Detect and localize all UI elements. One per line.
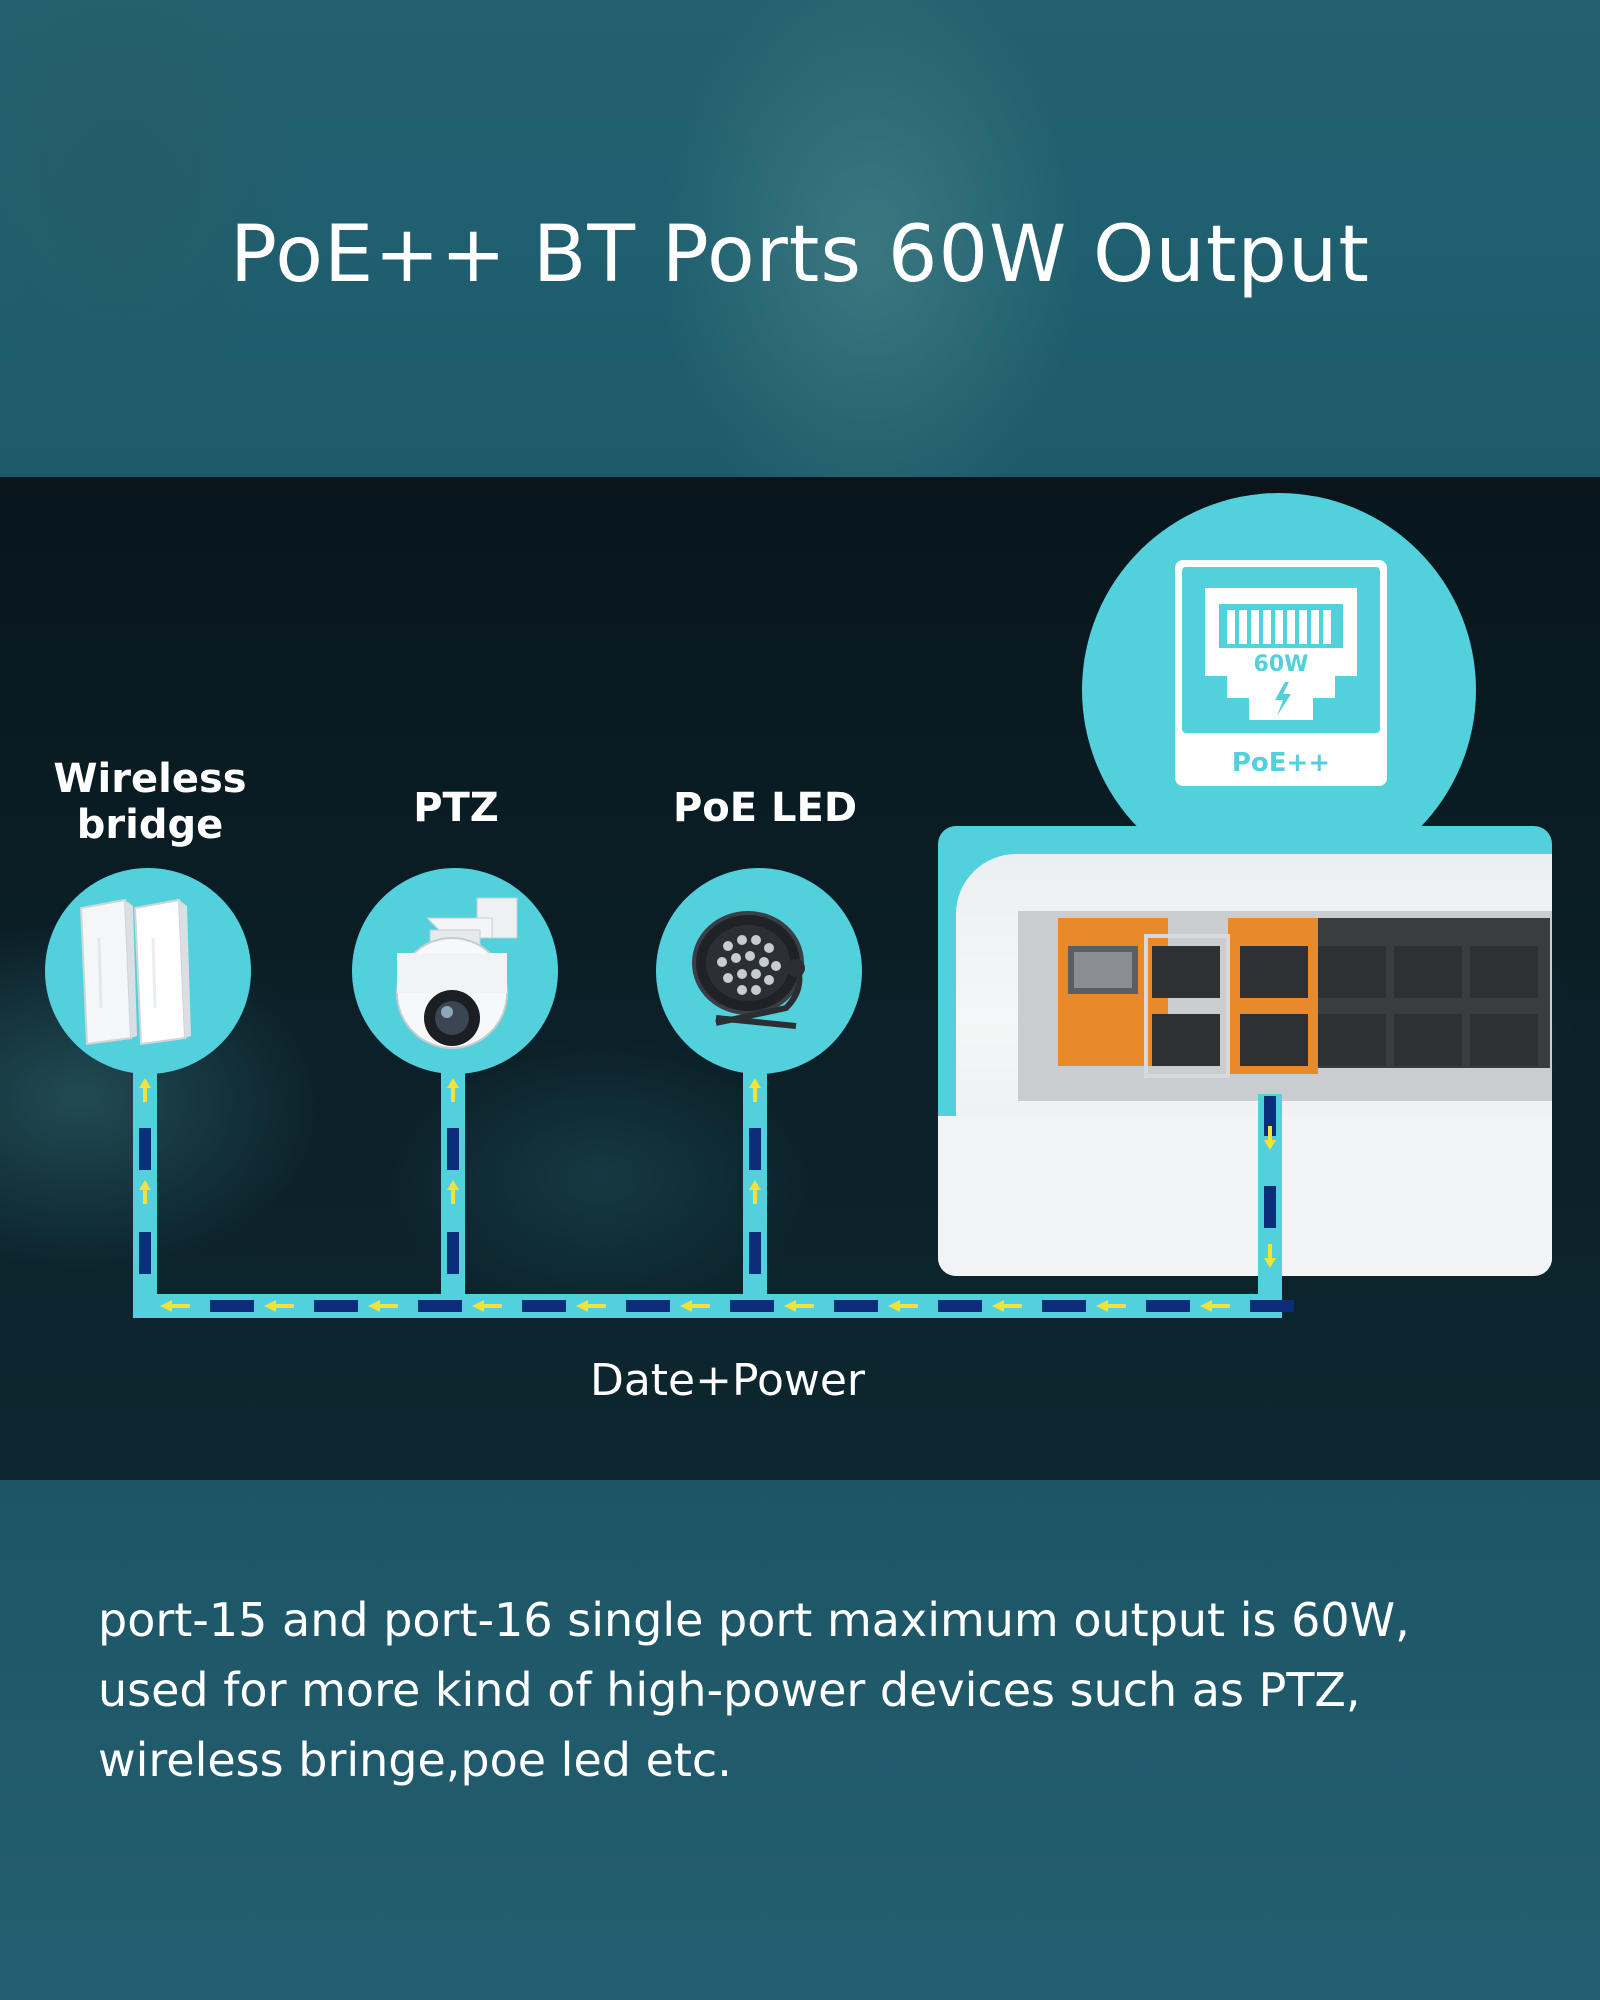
cable-dash	[626, 1300, 670, 1312]
cable-dash	[314, 1300, 358, 1312]
ptz-circle	[352, 868, 558, 1074]
arrow-up-icon	[447, 1180, 459, 1204]
arrow-left-icon	[888, 1300, 918, 1312]
ptz-camera-icon	[396, 897, 518, 1049]
arrow-left-icon	[1200, 1300, 1230, 1312]
description-line-2: used for more kind of high-power devices…	[98, 1663, 1361, 1717]
arrow-left-icon	[784, 1300, 814, 1312]
description-line-1: port-15 and port-16 single port maximum …	[98, 1593, 1410, 1647]
cable-dash	[1250, 1300, 1294, 1312]
wireless-bridge-label-line2: bridge	[76, 802, 224, 848]
arrow-left-icon	[680, 1300, 710, 1312]
badge-label: PoE++	[1231, 748, 1331, 778]
cable-dash	[749, 1128, 761, 1170]
cable-dash	[938, 1300, 982, 1312]
wireless-bridge-icon	[79, 898, 191, 1046]
cable-dash	[139, 1128, 151, 1170]
arrow-left-icon	[992, 1300, 1022, 1312]
stage-light-icon	[692, 911, 805, 1029]
arrow-up-icon	[447, 1078, 459, 1102]
lightning-icon	[1275, 682, 1291, 716]
page-title: PoE++ BT Ports 60W Output	[230, 210, 1370, 300]
arrow-left-icon	[264, 1300, 294, 1312]
cable-dash	[522, 1300, 566, 1312]
switch-panel	[938, 826, 1552, 1276]
arrow-up-icon	[749, 1078, 761, 1102]
header-band	[0, 0, 1600, 477]
arrow-down-icon	[1264, 1244, 1276, 1268]
cable-flow-diagram	[133, 1072, 1294, 1318]
cable-dash	[418, 1300, 462, 1312]
cable-dash	[730, 1300, 774, 1312]
cable-dash	[1042, 1300, 1086, 1312]
arrow-left-icon	[576, 1300, 606, 1312]
wireless-bridge-circle	[45, 868, 251, 1074]
switch-ports-icon	[938, 934, 1552, 1276]
arrow-down-icon	[1264, 1126, 1276, 1150]
ethernet-port-icon	[1205, 588, 1357, 720]
arrow-up-icon	[139, 1180, 151, 1204]
cable-dash	[139, 1232, 151, 1274]
cable-dash	[447, 1128, 459, 1170]
flow-label: Date+Power	[589, 1355, 866, 1406]
description-band	[0, 1480, 1600, 2000]
arrow-up-icon	[139, 1078, 151, 1102]
arrow-left-icon	[160, 1300, 190, 1312]
cable-dash	[1264, 1186, 1276, 1228]
arrow-left-icon	[1096, 1300, 1126, 1312]
wireless-bridge-label-line1: Wireless	[53, 756, 247, 802]
arrow-left-icon	[368, 1300, 398, 1312]
cable-dash	[210, 1300, 254, 1312]
arrow-left-icon	[472, 1300, 502, 1312]
badge-watts: 60W	[1253, 652, 1309, 677]
wireless-bridge-label: Wireless bridge	[40, 756, 260, 848]
arrow-up-icon	[749, 1180, 761, 1204]
poe-led-circle	[656, 868, 862, 1074]
ptz-label: PTZ	[413, 785, 499, 831]
cable-dash	[447, 1232, 459, 1274]
poe-led-label: PoE LED	[672, 785, 858, 831]
description-line-3: wireless bringe,poe led etc.	[98, 1733, 732, 1787]
cable-dash	[1146, 1300, 1190, 1312]
cable-dash	[834, 1300, 878, 1312]
poe-badge-card: 60W PoE++	[1175, 560, 1387, 786]
cable-dash	[749, 1232, 761, 1274]
description: port-15 and port-16 single port maximum …	[98, 1585, 1528, 1795]
cable-dash	[1264, 1096, 1276, 1136]
